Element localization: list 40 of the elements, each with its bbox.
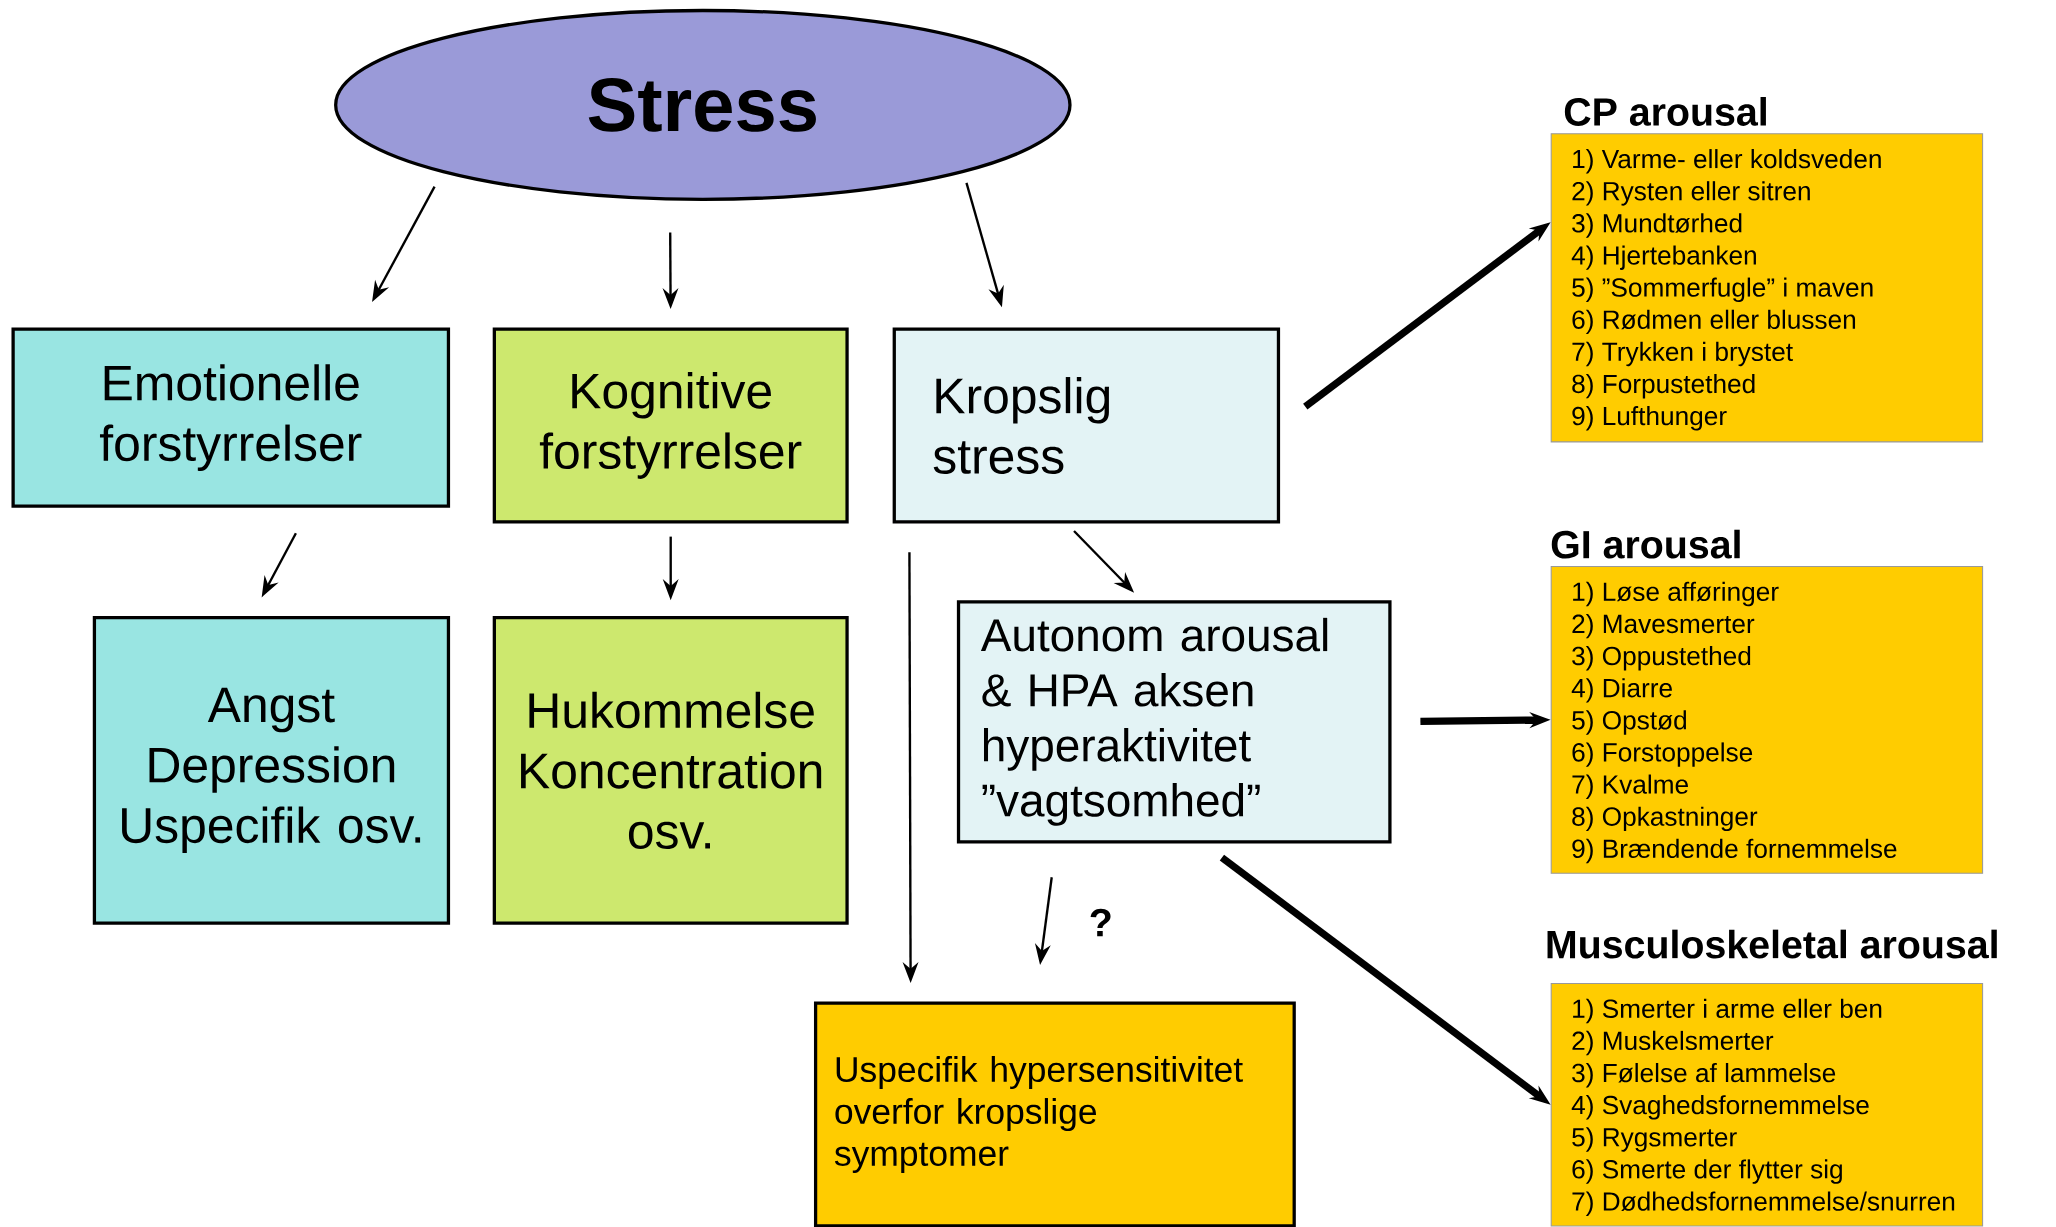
node-label: 1) Smerter i arme eller ben [1573, 998, 1882, 1024]
node-label: 5) Opstød [1572, 710, 1687, 735]
node-label: 8) Opkastninger [1572, 806, 1758, 831]
process-box: Kropslig stress [892, 327, 1281, 524]
node-label: 7) Dødhedsfornemmelse/snurren [1572, 1191, 1955, 1216]
symptom-box: Uspecifik hypersensitivitet overfor kropslige symptomer [813, 1001, 1296, 1227]
node-label: 2) Rysten eller sitren [1572, 181, 1810, 206]
node-label: 1) Løse afføringer [1573, 581, 1779, 607]
node-label: 3) Oppustethed [1572, 645, 1751, 671]
node-label: 3) Mundtørhed [1572, 213, 1742, 238]
process-box: Kognitive forstyrrelser [492, 327, 849, 524]
node-label: 3) Følelse af lammelse [1572, 1062, 1836, 1088]
oval: Stress [334, 8, 1072, 201]
node-label: 2) Mavesmerter [1572, 613, 1755, 639]
node-label: 6) Smerte der flytter sig [1572, 1159, 1842, 1184]
process-box: Hukommelse Koncentration osv. [492, 615, 849, 925]
node-label: 7) Trykken i brystet [1572, 341, 1793, 367]
box-heading: Musculoskeletal arousal [1547, 929, 1997, 959]
node-label: 5) Rygsmerter [1572, 1127, 1737, 1152]
node-label: 1) Varme- eller koldsveden [1573, 148, 1881, 174]
node-label: 9) Lufthunger [1572, 405, 1727, 431]
node-label: 2) Muskelsmerter [1572, 1030, 1774, 1056]
node-label: 4) Svaghedsfornemmelse [1571, 1094, 1869, 1120]
node-label: 7) Kvalme [1572, 774, 1688, 799]
symptom-list-box: 1) Smerter i arme eller ben 2) Muskelsmerter 3) Følelse af lammelse 4) Svaghedsfornemmelse 5) Rygsmerter 6) Smerte der flytter sig 7) Dødhedsfornemmelse/snurren [1550, 982, 1984, 1227]
box-heading: GI arousal [1551, 529, 1740, 559]
edge-label: ? [1086, 905, 1116, 939]
node-label: 6) Rødmen eller blussen [1572, 309, 1856, 334]
box-heading: CP arousal [1564, 96, 1766, 126]
node-label: 8) Forpustethed [1572, 373, 1755, 399]
node-label: 5) ”Sommerfugle” i maven [1572, 277, 1873, 302]
node-label: 6) Forstoppelse [1572, 742, 1753, 767]
node-label: 4) Diarre [1571, 678, 1672, 703]
node-label: 9) Brændende fornemmelse [1572, 838, 1897, 864]
symptom-list-box: 1) Varme- eller koldsveden 2) Rysten eller sitren 3) Mundtørhed 4) Hjertebanken 5) ”Sommerfugle” i maven 6) Rødmen eller blussen 7) Trykken i brystet 8) Forpustethed 9) Lufthunger [1550, 133, 1984, 443]
process-box: Autonom arousal & HPA aksen hyperaktivitet ”vagtsomhed” [956, 600, 1392, 844]
process-box: Emotionelle forstyrrelser [11, 327, 451, 508]
node-label: 4) Hjertebanken [1571, 245, 1756, 270]
symptom-list-box: 1) Løse afføringer 2) Mavesmerter 3) Oppustethed 4) Diarre 5) Opstød 6) Forstoppelse 7) Kvalme 8) Opkastninger 9) Brændende fornemmelse [1550, 565, 1984, 874]
process-box: Angst Depression Uspecifik osv. [92, 615, 451, 925]
